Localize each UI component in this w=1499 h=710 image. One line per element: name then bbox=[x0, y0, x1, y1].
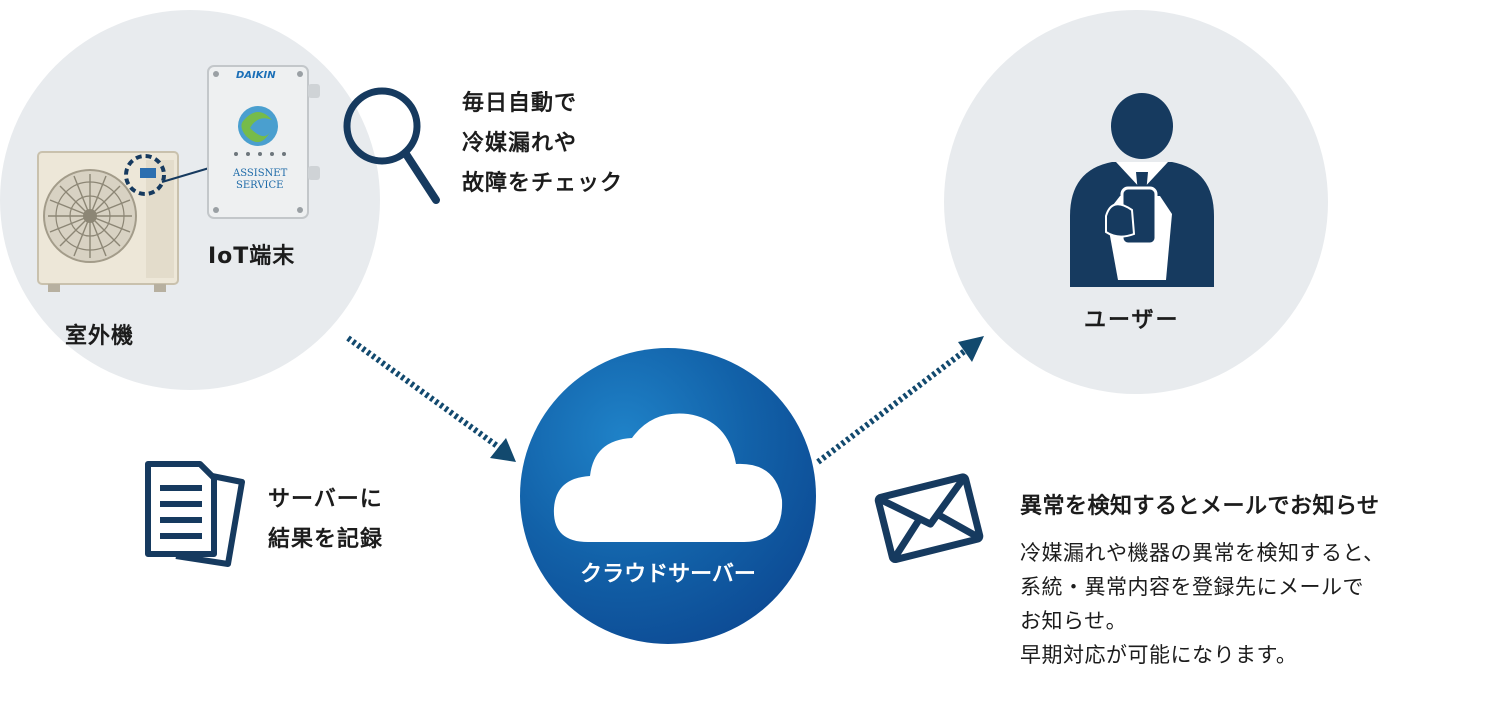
magnifier-icon bbox=[338, 82, 448, 207]
document-icon bbox=[140, 460, 252, 570]
notify-line: 早期対応が可能になります。 bbox=[1020, 643, 1298, 667]
iot-service-text-1: ASSISNET bbox=[233, 168, 288, 179]
connector-line bbox=[160, 160, 220, 190]
iot-service-text-2: SERVICE bbox=[236, 180, 284, 191]
check-line: 故障をチェック bbox=[462, 171, 624, 196]
envelope-icon bbox=[874, 466, 986, 570]
outdoor-unit-label: 室外機 bbox=[65, 324, 135, 349]
cloud-server-label: クラウドサーバー bbox=[580, 562, 756, 587]
user-label: ユーザー bbox=[1084, 308, 1180, 333]
check-line: 毎日自動で bbox=[462, 91, 578, 116]
outdoor-unit-image bbox=[34, 150, 184, 295]
iot-device-label: IoT端末 bbox=[208, 244, 296, 269]
notify-line: お知らせ。 bbox=[1020, 609, 1128, 633]
iot-brand-text: DAIKIN bbox=[236, 70, 276, 81]
record-line: サーバーに bbox=[268, 487, 383, 512]
iot-device-image bbox=[200, 62, 330, 227]
arrow-cloud-to-user bbox=[812, 328, 992, 468]
record-line: 結果を記録 bbox=[268, 527, 384, 552]
arrow-device-to-cloud bbox=[340, 330, 525, 470]
notify-heading: 異常を検知するとメールでお知らせ bbox=[1020, 494, 1380, 519]
check-text: 毎日自動で 冷媒漏れや 故障をチェック bbox=[462, 84, 623, 204]
notify-line: 系統・異常内容を登録先にメールで bbox=[1020, 575, 1364, 599]
notify-description: 冷媒漏れや機器の異常を検知すると、 系統・異常内容を登録先にメールで お知らせ。… bbox=[1020, 536, 1385, 672]
notify-line: 冷媒漏れや機器の異常を検知すると、 bbox=[1020, 541, 1385, 565]
record-text: サーバーに 結果を記録 bbox=[268, 480, 383, 560]
user-icon bbox=[1062, 92, 1222, 287]
cloud-icon bbox=[548, 408, 788, 548]
check-line: 冷媒漏れや bbox=[462, 131, 578, 156]
